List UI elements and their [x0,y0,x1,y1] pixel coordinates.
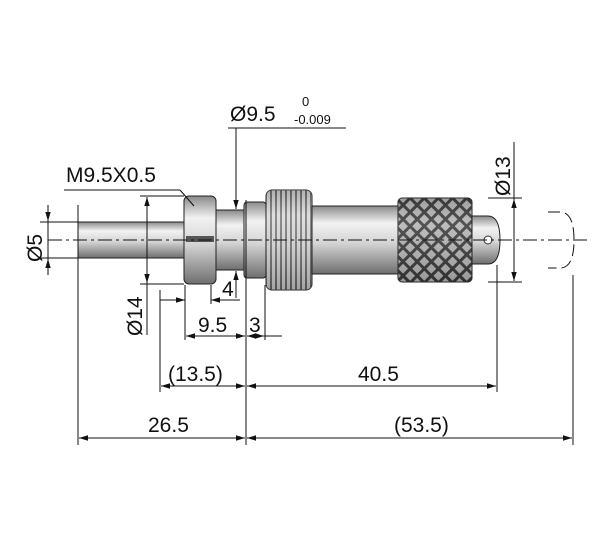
phantom-end [548,211,575,269]
label-26-5: 26.5 [148,414,189,437]
label-thimble-dia: Ø13 [492,156,515,196]
label-shank-tol-upper: 0 [302,94,309,109]
label-nut-width: 4 [222,278,234,301]
label-spindle-dia: Ø5 [24,234,47,262]
label-40-5: 40.5 [358,363,399,386]
label-thread: M9.5X0.5 [66,164,156,187]
label-53-5: (53.5) [394,414,449,437]
label-9-5: 9.5 [198,314,227,337]
label-nut-dia: Ø14 [124,296,147,336]
label-shank-dia: Ø9.5 [230,103,276,126]
nut-slot [186,236,214,242]
dimension-texts: M9.5X0.5 Ø9.5 0 -0.009 Ø13 Ø5 Ø14 4 9.5 … [24,94,515,437]
label-3: 3 [249,314,261,337]
label-shank-tol-lower: -0.009 [294,112,331,127]
label-13-5: (13.5) [168,363,223,386]
dimension-lines [45,127,572,441]
